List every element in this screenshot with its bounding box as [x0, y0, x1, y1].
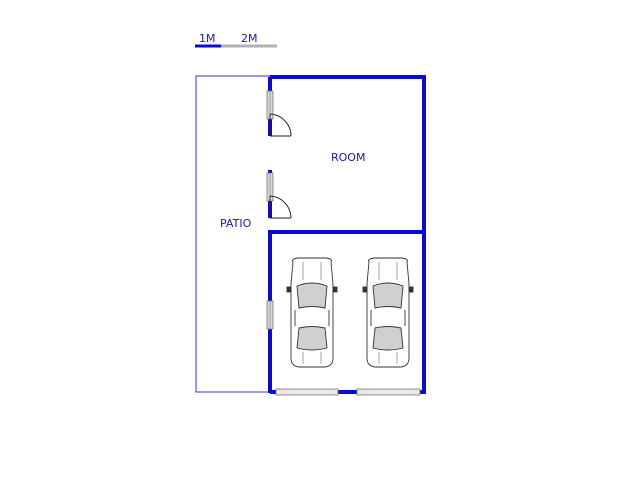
door-upper — [269, 113, 292, 137]
patio-label: PATIO — [220, 217, 252, 230]
door-lower — [269, 195, 292, 219]
scale-label-1m: 1M — [199, 32, 216, 45]
car-icon — [286, 257, 338, 368]
car-icon — [362, 257, 414, 368]
garage-door-left — [275, 388, 339, 396]
patio-outline — [195, 75, 271, 393]
wall-openings — [266, 136, 274, 230]
scale-label-2m: 2M — [241, 32, 258, 45]
room-label: ROOM — [331, 151, 366, 164]
window-lower — [266, 300, 274, 330]
garage-door-right — [356, 388, 421, 396]
